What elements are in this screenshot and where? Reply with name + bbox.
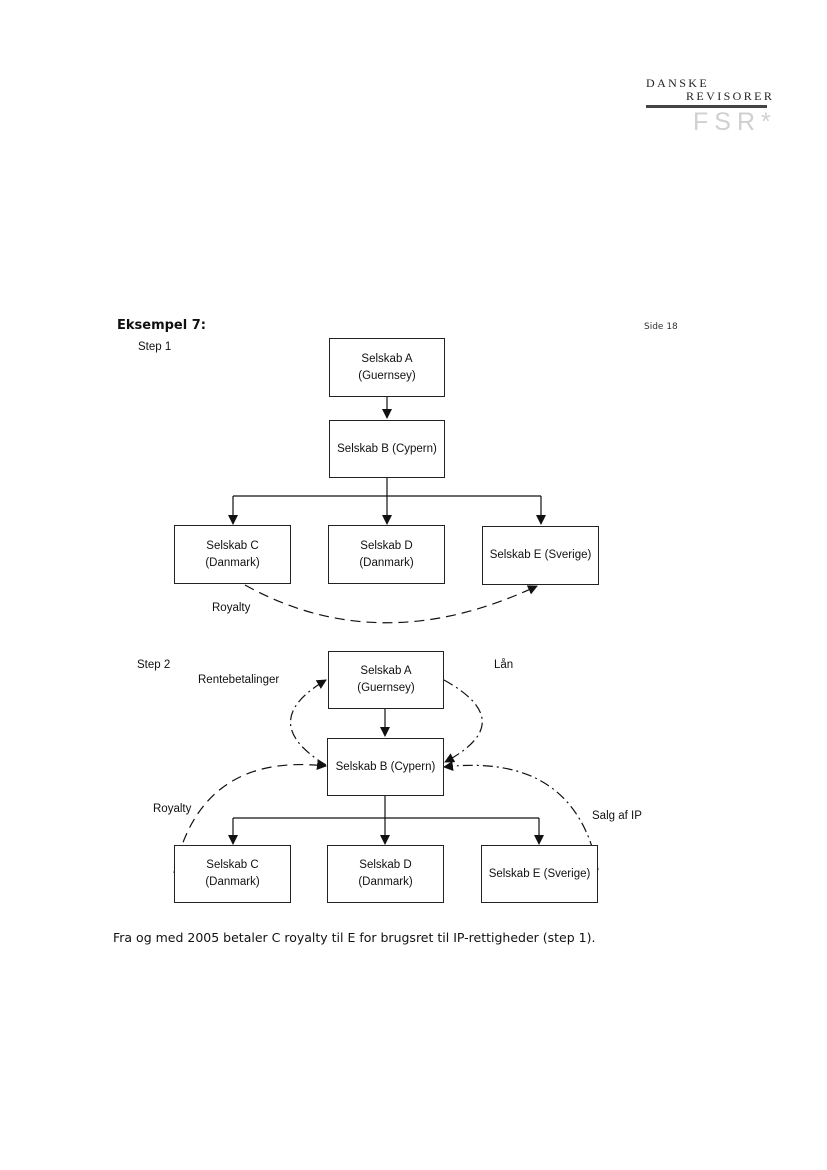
step2-company-d-country: (Danmark): [358, 876, 413, 888]
step2-company-a-country: (Guernsey): [357, 682, 415, 694]
logo-text-revisorer: REVISORER: [686, 89, 775, 103]
step1-company-e: Selskab E (Sverige): [482, 526, 599, 585]
step2-company-d: Selskab D (Danmark): [327, 845, 444, 903]
step1-company-a: Selskab A (Guernsey): [329, 338, 445, 397]
step1-royalty-label: Royalty: [212, 602, 251, 614]
step1-company-c-name: Selskab C: [206, 539, 259, 552]
logo-mark: FSR*: [693, 108, 777, 136]
logo-divider: [646, 105, 767, 108]
step2-interest-label: Rentebetalinger: [198, 674, 280, 686]
step2-company-e: Selskab E (Sverige): [481, 845, 598, 903]
step1-company-d: Selskab D (Danmark): [328, 525, 445, 584]
step2-company-c-country: (Danmark): [205, 876, 260, 888]
caption-text: Fra og med 2005 betaler C royalty til E …: [113, 930, 596, 945]
step2-loan-label: Lån: [494, 659, 514, 671]
edge-s2-ip-sale: [443, 761, 599, 871]
step1-company-c-country: (Danmark): [205, 556, 260, 569]
step2-company-c: Selskab C (Danmark): [174, 845, 291, 903]
logo-text-danske: DANSKE: [646, 76, 710, 90]
step1-company-a-name: Selskab A: [361, 352, 413, 365]
edge-s2-royalty: [173, 760, 327, 874]
step1-company-a-country: (Guernsey): [358, 369, 416, 382]
step2-royalty-label: Royalty: [153, 803, 192, 815]
edge-s2-interest: [289, 679, 327, 766]
example-heading: Eksempel 7:: [117, 318, 206, 333]
step1-label: Step 1: [138, 341, 172, 353]
step2-company-d-name: Selskab D: [359, 859, 412, 871]
step1-company-b: Selskab B (Cypern): [329, 420, 445, 478]
edge-s1-royalty: [244, 584, 538, 624]
step1-company-d-name: Selskab D: [360, 539, 413, 552]
edge-s2-loan: [443, 679, 483, 763]
step2-company-e-name: Selskab E (Sverige): [488, 867, 591, 880]
step1-company-c: Selskab C (Danmark): [174, 525, 291, 584]
step2-company-b-name: Selskab B (Cypern): [335, 760, 436, 773]
step2-label: Step 2: [137, 659, 171, 671]
step2-company-a: Selskab A (Guernsey): [328, 651, 444, 709]
step2-company-b: Selskab B (Cypern): [327, 738, 444, 796]
step1-company-b-name: Selskab B (Cypern): [337, 442, 437, 455]
step2-ip-sale-label: Salg af IP: [592, 810, 642, 822]
step1-company-d-country: (Danmark): [359, 556, 414, 569]
step2-company-a-name: Selskab A: [360, 665, 412, 677]
step2-company-c-name: Selskab C: [206, 859, 259, 871]
page-number: Side 18: [644, 322, 678, 332]
step1-company-e-name: Selskab E (Sverige): [489, 549, 592, 561]
